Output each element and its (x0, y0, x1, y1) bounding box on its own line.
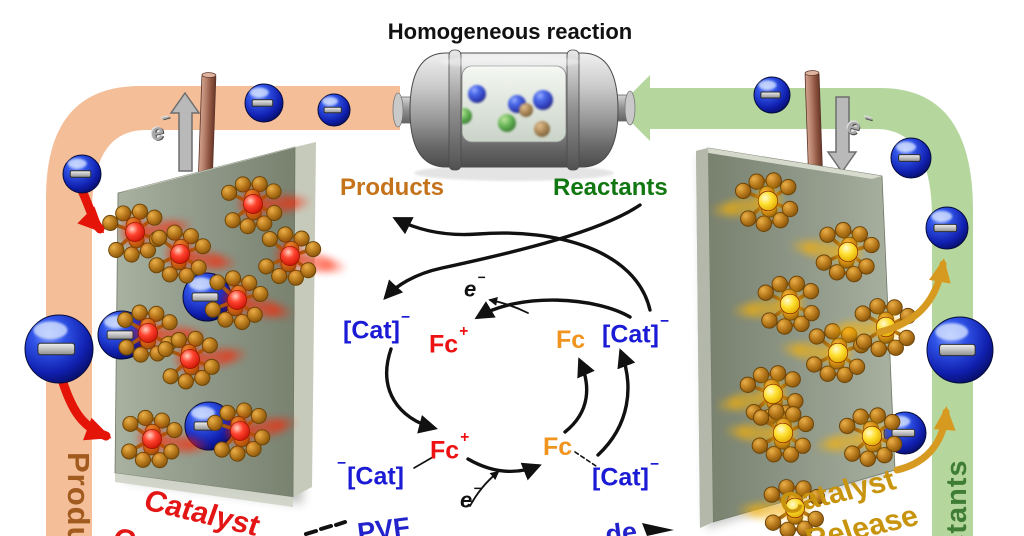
arrow-capture-left (385, 347, 438, 434)
reactor-ball (462, 108, 472, 124)
reactor-vessel (392, 49, 636, 181)
release-arrow-bottom (893, 406, 956, 474)
catalyst-molecule (121, 409, 207, 469)
release-arrows (876, 258, 956, 474)
bottom-legend-marks (304, 520, 674, 536)
products-label: Products (340, 174, 445, 201)
fc-lower: Fc (543, 433, 573, 461)
catalyst-molecule (726, 403, 815, 463)
cat-released-lower-right: [Cat]− (592, 456, 659, 492)
electron-top-label: e− (464, 269, 486, 302)
substrate-sphere (244, 83, 284, 123)
substrate-sphere (890, 137, 932, 179)
electron-down-arrow-icon (826, 96, 858, 174)
arrow-electron-in (469, 470, 500, 507)
release-arrow-top (876, 258, 951, 336)
catalyst-molecule (738, 479, 826, 536)
catalyst-molecule (221, 176, 309, 235)
electron-bottom-label: e− (460, 480, 482, 513)
reactor-ball (533, 90, 553, 110)
figure-title: Homogeneous reaction (387, 19, 633, 44)
bond-dashed (574, 451, 597, 467)
substrate-sphere (925, 206, 969, 250)
substrate-sphere (317, 93, 351, 127)
arrow-electron-out (488, 296, 529, 314)
reactants-label: Reactants (553, 174, 668, 201)
substrate-sphere (62, 154, 102, 194)
catalyst-molecule (712, 172, 799, 232)
catalyst-molecule (258, 226, 344, 286)
fc-upper: Fc (556, 326, 586, 354)
arrow-release-to-cat (596, 348, 636, 457)
catalyst-molecule (734, 275, 820, 335)
cat-anion-upper-right: [Cat]− (602, 313, 669, 349)
legend-right-fragment: de (603, 516, 639, 536)
reactor-ball (468, 85, 486, 103)
arrow-fc-to-fcplus (474, 298, 632, 320)
catalyst-molecule (816, 407, 903, 467)
fc-plus-lower: Fc+ (430, 429, 470, 465)
substrate-sphere (926, 316, 994, 384)
legend-pvf-fragment: PVF (355, 511, 412, 536)
catalyst-molecule (204, 270, 291, 330)
products-flow-band (46, 86, 400, 536)
substrate-sphere (24, 314, 94, 384)
cycle-arrows (383, 203, 652, 507)
arrow-fcplus-to-fc (466, 457, 542, 481)
arrow-to-products (392, 217, 652, 312)
catalyst-molecule (157, 330, 246, 390)
reactor-ball (519, 103, 533, 117)
electron-up-arrow-icon (169, 91, 201, 172)
catalyst-molecule (206, 402, 295, 462)
arrow-release-to-fc (563, 357, 595, 434)
products-band-label: Products (61, 452, 96, 536)
catalyst-molecule (148, 224, 235, 284)
catalyst-molecule (792, 221, 880, 283)
reactor-ball (498, 114, 516, 132)
substrate-sphere (753, 76, 791, 114)
fc-plus-upper: Fc+ (429, 323, 469, 359)
arrow-from-reactants (383, 203, 642, 301)
cat-anion-upper-left: [Cat]− (343, 309, 410, 345)
reactants-band-label: Reactants (941, 459, 973, 536)
bond-solid (413, 456, 434, 469)
cat-bound-lower-left: −[Cat] (337, 455, 404, 491)
reactor-ball (534, 121, 550, 137)
